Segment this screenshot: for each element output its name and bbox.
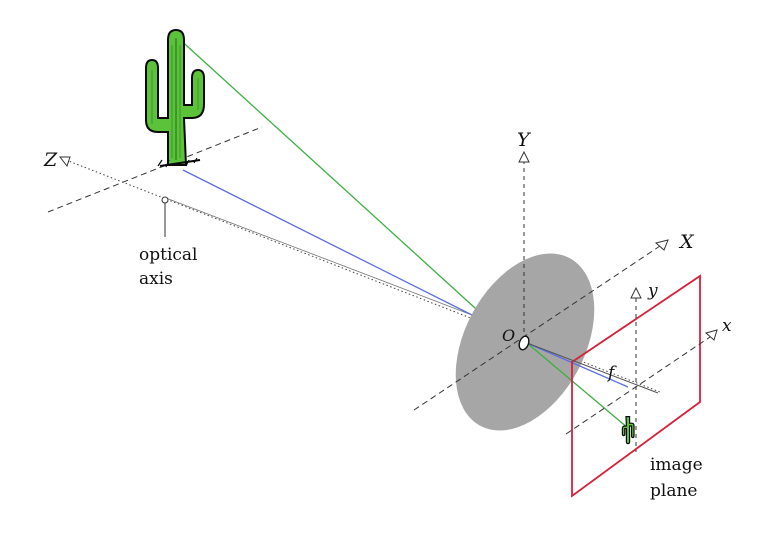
origin-marker [518,335,530,351]
x-axis-arrowhead [654,239,669,251]
image-plane-label-line2: plane [650,481,697,501]
image-plane [571,274,701,498]
focal-axis-segment [526,342,659,394]
image-y-axis-arrowhead [630,286,642,299]
image-y-axis-label: y [647,281,658,301]
optical-axis-guide [165,197,486,321]
optical-axis-label-line2: axis [139,269,173,289]
focal-length-label: f [606,363,617,383]
y-axis-label: Y [517,129,532,151]
ray-top-green [175,35,487,319]
cactus-icon [145,28,205,168]
projected-cactus-icon [621,415,635,445]
ray-blue-image [526,342,629,388]
image-x-axis-arrowhead [704,329,718,341]
z-axis-label: Z [43,149,58,171]
optical-axis-marker [161,196,169,204]
image-x-axis-label: x [722,316,732,336]
image-plane-label-line1: image [650,455,703,475]
origin-label: O [502,326,515,345]
scene-ground-line [47,126,263,213]
z-axis-arrowhead [58,156,71,168]
ray-base-blue [182,169,487,323]
ray-green-image [526,342,629,429]
y-axis-arrowhead [518,150,530,163]
image-x-axis [565,336,711,435]
x-axis-label: X [678,231,695,253]
optical-axis-label-line1: optical [139,245,197,265]
